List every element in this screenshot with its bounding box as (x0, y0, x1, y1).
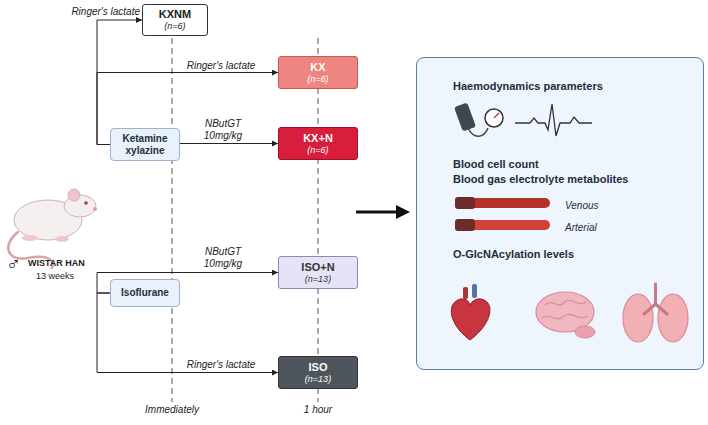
rat-eye (84, 201, 88, 205)
rat-ear (68, 189, 80, 201)
strain-label: WISTAR HAN (28, 258, 85, 268)
connector-arrow (180, 143, 278, 144)
measurement-text: Venous (565, 200, 599, 211)
group-box: ISO(n=13) (278, 356, 358, 389)
anaesthesia-box: Isoflurane (110, 279, 180, 307)
anaesthesia-box: Ketamine xylazine (110, 128, 180, 161)
connector-arrow (97, 20, 142, 145)
measurement-text: Blood gas electrolyte metabolites (453, 173, 628, 185)
timeline-dashed-line (172, 38, 173, 402)
group-name: KX+N (303, 132, 333, 145)
treatment-label: NButGT 10mg/kg (195, 118, 251, 141)
flow-arrow-head (396, 205, 410, 219)
group-box: ISO+N(n=13) (278, 256, 358, 289)
rat-foot (55, 236, 69, 242)
sex-symbol: ♂ (6, 252, 21, 275)
age-label: 13 weeks (36, 271, 74, 281)
group-box: KX(n=6) (278, 56, 358, 89)
measurement-text: O-GlcNAcylation levels (453, 248, 574, 260)
measurement-text: Arterial (565, 222, 597, 233)
group-size: (n=6) (164, 21, 185, 32)
group-size: (n=6) (307, 74, 328, 85)
group-box: KXNM(n=6) (142, 4, 208, 36)
anaesthesia-name: Ketamine xylazine (111, 133, 179, 157)
flow-arrow (356, 205, 410, 219)
treatment-label: Ringer's lactate (184, 359, 258, 371)
measurements-panel: Haemodynamics parametersBlood cell count… (416, 57, 704, 370)
rat-illustration (8, 189, 97, 268)
group-size: (n=6) (307, 145, 328, 156)
timeline-markers (172, 38, 318, 402)
flow-arrow-shaft (356, 211, 398, 214)
measurement-text: Blood cell count (453, 158, 539, 170)
anaesthesia-name: Isoflurane (117, 287, 173, 299)
group-name: KX (310, 61, 325, 74)
treatment-label: NButGT 10mg/kg (195, 246, 251, 269)
time-label: 1 hour (288, 404, 348, 415)
group-name: KXNM (159, 8, 191, 21)
timeline-dashed-line (318, 38, 319, 402)
group-name: ISO+N (301, 261, 334, 274)
treatment-label: Ringer's lactate (184, 60, 258, 72)
group-size: (n=13) (305, 274, 331, 285)
group-size: (n=13) (305, 374, 331, 385)
measurement-text: Haemodynamics parameters (453, 80, 603, 92)
group-name: ISO (309, 361, 328, 374)
group-box: KX+N(n=6) (278, 127, 358, 160)
rat-nose (93, 207, 97, 211)
time-label: Immediately (132, 404, 212, 415)
treatment-label: Ringer's lactate (66, 6, 140, 18)
rat-foot (22, 235, 38, 241)
